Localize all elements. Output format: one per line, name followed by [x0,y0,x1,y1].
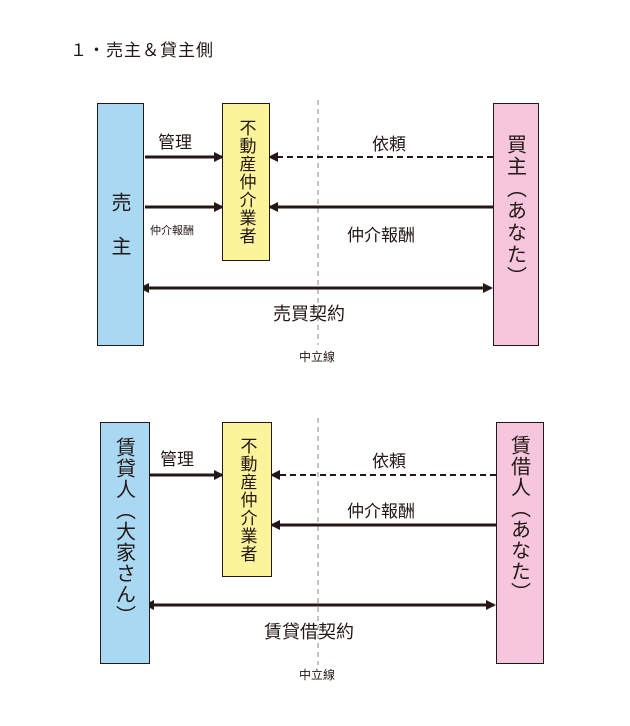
page-title: １・売主＆貸主側 [70,41,214,61]
request-label: 依頼 [372,135,406,155]
buyer-label: 買主（あなた） [503,134,528,288]
buyer-box: 買主（あなた） [493,103,539,346]
seller-box: 売 主 [97,103,144,346]
agent-label: 不動産仲介業者 [236,436,257,563]
request-label: 依頼 [372,452,406,472]
fee-label-left: 仲介報酬 [150,224,194,237]
fee-label-right: 仲介報酬 [347,226,415,246]
seller-label: 売 主 [108,191,132,258]
manage-label: 管理 [158,133,192,153]
fee-label-right: 仲介報酬 [347,502,415,522]
sale-diagram: 売 主 不動産仲介業者 買主（あなた） 管理 仲介報酬 依頼 仲介報酬 売買契約… [97,100,539,364]
lessor-label: 賃貸人（大家さん） [112,437,137,626]
neutral-label: 中立線 [299,350,336,364]
contract-label: 売買契約 [273,304,345,325]
agent-box: 不動産仲介業者 [222,422,272,577]
agent-label: 不動産仲介業者 [235,119,256,245]
lease-arrows [144,418,496,665]
sale-arrows [139,100,493,345]
lease-diagram: 賃貸人（大家さん） 不動産仲介業者 賃借人（あなた） 管理 依頼 仲介報酬 賃貸… [0,400,630,700]
contract-label: 賃貸借契約 [264,622,354,643]
agent-box: 不動産仲介業者 [222,103,270,261]
lessor-box: 賃貸人（大家さん） [100,422,150,664]
neutral-label: 中立線 [299,668,336,682]
manage-label: 管理 [160,450,194,470]
lessee-box: 賃借人（あなた） [496,422,544,664]
lessee-label: 賃借人（あなた） [507,435,532,603]
